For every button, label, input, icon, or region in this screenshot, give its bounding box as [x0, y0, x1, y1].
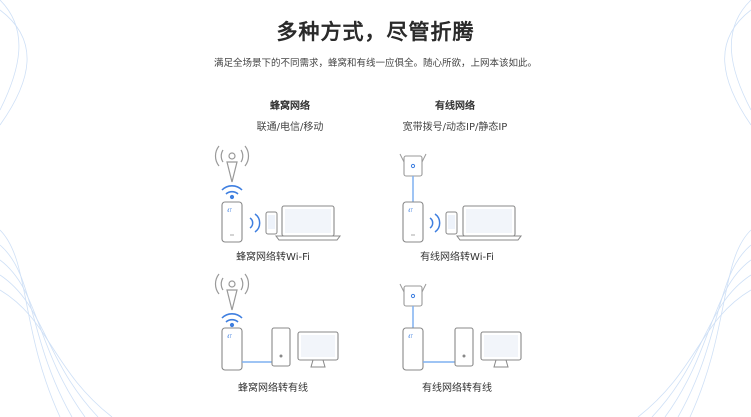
svg-text:4T: 4T [227, 334, 233, 339]
router-icon: 4T [402, 327, 424, 371]
page-title: 多种方式，尽管折腾 [276, 20, 475, 44]
scenario-wired-to-wifi: 4T [399, 153, 522, 243]
scenario-cellular-to-wired: 4T [214, 273, 339, 371]
router-icon: 4T [402, 201, 424, 243]
column-cellular: 蜂窝网络 联通/电信/移动 [190, 97, 390, 133]
wifi-icon [221, 185, 243, 200]
column-subheading: 宽带拨号/动态IP/静态IP [402, 122, 508, 133]
scenario-wired-to-wired: 4T [399, 283, 522, 371]
monitor-icon [480, 331, 522, 368]
column-heading: 有线网络 [435, 101, 475, 112]
scenario-caption: 有线网络转有线 [422, 383, 492, 394]
wifi-icon [221, 313, 243, 328]
svg-text:4T: 4T [408, 334, 414, 339]
column-wired: 有线网络 宽带拨号/动态IP/静态IP [355, 97, 555, 133]
scenario-caption: 蜂窝网络转Wi-Fi [236, 252, 310, 263]
column-heading: 蜂窝网络 [270, 101, 310, 112]
cell-tower-icon [214, 145, 250, 183]
scenario-caption: 蜂窝网络转有线 [238, 383, 308, 394]
router-icon: 4T [221, 327, 243, 371]
svg-text:4T: 4T [408, 208, 414, 213]
desktop-tower-icon [454, 327, 474, 367]
cell-tower-icon [214, 273, 250, 311]
phone-icon [445, 211, 458, 235]
phone-icon [265, 211, 278, 235]
wifi-signal-icon [249, 213, 261, 233]
svg-text:4T: 4T [227, 208, 233, 213]
monitor-icon [297, 331, 339, 368]
column-subheading: 联通/电信/移动 [256, 122, 324, 133]
laptop-icon [456, 205, 522, 241]
router-icon: 4T [221, 201, 243, 243]
scenario-cellular-to-wifi: 4T [214, 145, 341, 243]
wifi-signal-icon [429, 213, 441, 233]
scenario-caption: 有线网络转Wi-Fi [420, 252, 494, 263]
ethernet-port-icon [399, 283, 427, 307]
page-subtitle: 满足全场景下的不同需求，蜂窝和有线一应俱全。随心所欲，上网本该如此。 [213, 58, 537, 69]
ethernet-port-icon [399, 153, 427, 177]
desktop-tower-icon [271, 327, 291, 367]
laptop-icon [275, 205, 341, 241]
